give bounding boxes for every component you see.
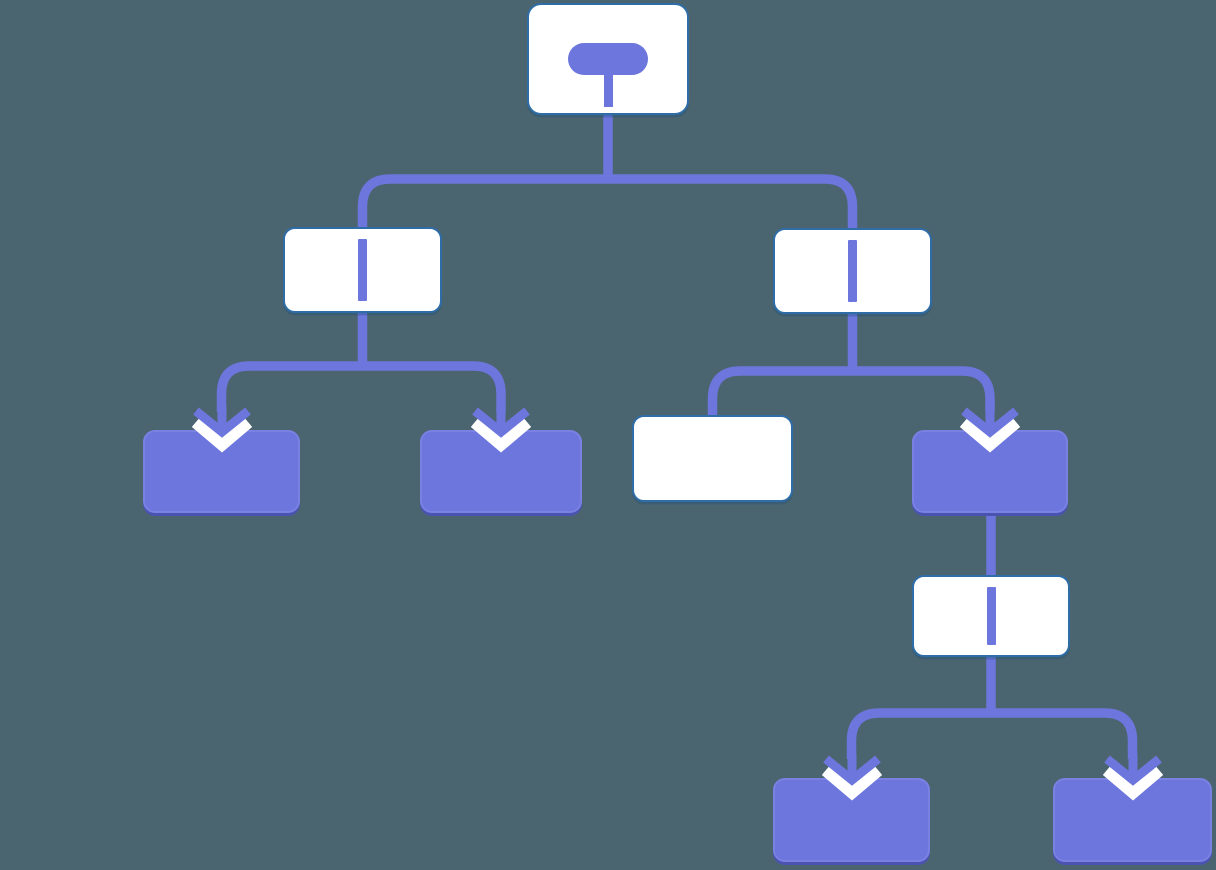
chevron-double-down-icon bbox=[1102, 754, 1163, 801]
edge-branch-left-arms bbox=[216, 361, 506, 412]
pass-through-line bbox=[986, 587, 996, 645]
chevron-double-down-icon bbox=[471, 406, 531, 453]
node-branch-right[interactable] bbox=[773, 228, 932, 314]
edge-sub-arms bbox=[846, 708, 1138, 759]
pass-through-line bbox=[358, 239, 367, 301]
root-pill-stem bbox=[603, 73, 613, 107]
node-branch-right-sub[interactable] bbox=[912, 575, 1070, 657]
pass-through-line bbox=[848, 240, 857, 302]
edge-branch-right-arms bbox=[707, 366, 995, 420]
chevron-double-down-icon bbox=[821, 754, 882, 801]
chevron-double-down-icon bbox=[191, 406, 252, 453]
node-child-right-plain[interactable] bbox=[632, 415, 793, 502]
root-pill bbox=[568, 43, 648, 75]
edge-root-to-branches bbox=[357, 174, 858, 232]
node-root[interactable] bbox=[527, 3, 689, 115]
chevron-double-down-icon bbox=[960, 406, 1020, 453]
node-branch-left[interactable] bbox=[283, 227, 442, 313]
